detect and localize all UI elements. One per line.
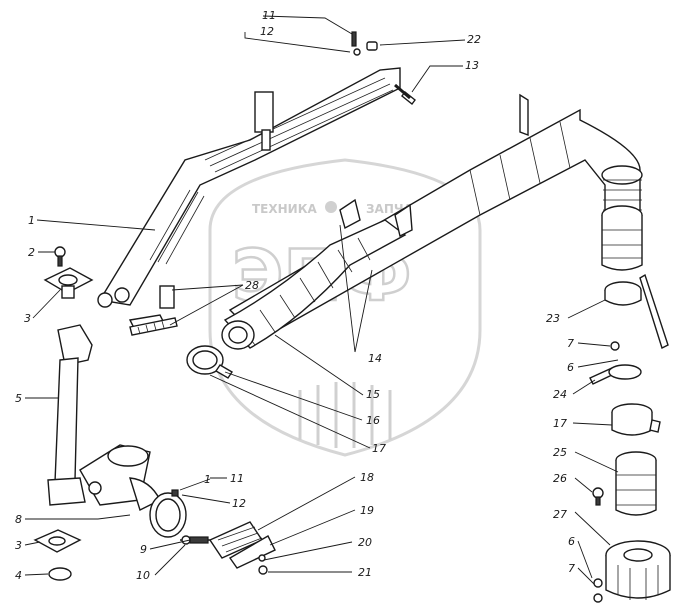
leader-lines: [24, 15, 619, 585]
callout-24: 24: [553, 388, 567, 401]
callout-labels: 11 12 22 13 1 2 3 28 14 15 16 17 5 23 7 …: [15, 9, 575, 582]
callout-28: 28: [245, 279, 259, 292]
right-stack: [589, 273, 671, 603]
bolt-2: [54, 246, 66, 267]
callout-8: 8: [15, 513, 22, 526]
bottom-clamp: [149, 489, 187, 538]
callout-11-top: 11: [262, 9, 276, 22]
callout-5: 5: [15, 392, 22, 405]
callout-10: 10: [136, 569, 150, 582]
callout-15: 15: [366, 388, 380, 401]
callout-13: 13: [465, 59, 479, 72]
valve-block: [180, 521, 276, 575]
callout-17-mid: 17: [372, 442, 386, 455]
callout-9: 9: [140, 543, 147, 556]
callout-20: 20: [358, 536, 372, 549]
ring-4: [48, 567, 72, 581]
spring-28: [129, 285, 178, 336]
callout-11-bottom: 11: [230, 472, 244, 485]
callout-21: 21: [358, 566, 372, 579]
callout-23: 23: [546, 312, 560, 325]
callout-6-top: 6: [567, 361, 574, 374]
corrugated-hose: [221, 198, 413, 350]
callout-17-right: 17: [553, 417, 567, 430]
callout-4: 4: [15, 569, 22, 582]
watermark-top-left-text: ТЕХНИКА: [252, 202, 318, 216]
callout-12-bottom: 12: [232, 497, 246, 510]
top-fasteners: [351, 31, 416, 105]
callout-7-bottom: 7: [568, 562, 575, 575]
vertical-column-5: [47, 324, 161, 511]
callout-6-bottom: 6: [568, 535, 575, 548]
flange-3-top: [43, 267, 94, 299]
callout-1-bottom: 1: [204, 473, 211, 486]
callout-27: 27: [553, 508, 567, 521]
callout-26: 26: [553, 472, 567, 485]
hose-clamp-mid: [186, 345, 233, 379]
callout-16: 16: [366, 414, 380, 427]
callout-25: 25: [553, 446, 567, 459]
callout-19-right: 19: [360, 504, 374, 517]
callout-3-top: 3: [24, 312, 31, 325]
callout-18: 18: [360, 471, 374, 484]
callout-2: 2: [28, 246, 35, 259]
callout-12-top: 12: [260, 25, 274, 38]
callout-22: 22: [467, 33, 481, 46]
flange-3-bottom: [33, 529, 82, 553]
callout-7-top: 7: [567, 337, 574, 350]
callout-3-bottom: 3: [15, 539, 22, 552]
callout-1-top: 1: [28, 214, 35, 227]
callout-14: 14: [368, 352, 382, 365]
